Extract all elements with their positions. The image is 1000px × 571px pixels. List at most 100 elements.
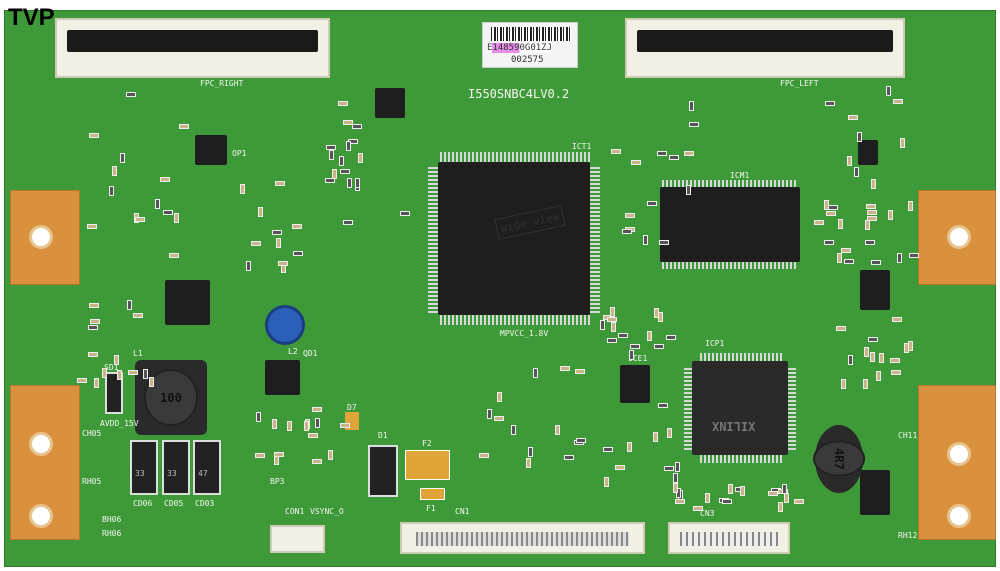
eeprom-chip: [620, 365, 650, 403]
smd-part: [841, 379, 847, 390]
smd-part: [673, 472, 678, 483]
transistor: [858, 140, 878, 165]
fpc-connector-left: [625, 18, 905, 78]
ic-pins: [700, 353, 782, 361]
rh12-label: RH12: [898, 531, 918, 540]
smd-part: [342, 219, 353, 225]
smd-part: [657, 150, 668, 156]
smd-part: [617, 333, 628, 339]
smd-part: [159, 177, 170, 183]
smd-part: [169, 252, 180, 258]
smd-part: [666, 427, 672, 438]
inductor-l1: 100: [135, 360, 207, 435]
smd-part: [271, 419, 277, 430]
sd1-label: SD1: [104, 363, 119, 372]
smd-part: [865, 220, 871, 231]
cd03-label: CD03: [195, 499, 215, 508]
smd-part: [275, 181, 286, 187]
smd-part: [240, 184, 246, 195]
smd-part: [663, 465, 674, 471]
smd-part: [879, 352, 885, 363]
smd-part: [841, 248, 852, 254]
smd-part: [886, 85, 892, 96]
smd-part: [865, 203, 876, 209]
smd-part: [813, 220, 824, 226]
smd-part: [245, 261, 251, 272]
smd-part: [117, 369, 123, 380]
smd-part: [338, 100, 349, 106]
ic-pins: [440, 315, 592, 325]
smd-part: [143, 369, 149, 380]
smd-part: [127, 369, 138, 375]
smd-part: [308, 432, 319, 438]
smd-part: [254, 452, 265, 458]
vsync-label: VSYNC_O: [310, 507, 344, 516]
ict1-label: ICT1: [572, 142, 592, 151]
smd-part: [93, 378, 99, 389]
cd06-label: CD06: [133, 499, 153, 508]
smd-part: [272, 230, 283, 236]
smd-part: [665, 335, 676, 341]
rh06-label: RH06: [102, 529, 122, 538]
capacitor-cd06: 33: [130, 440, 158, 495]
smd-part: [610, 322, 616, 333]
ch05-label: CH05: [82, 429, 102, 438]
smd-part: [843, 259, 854, 265]
smd-part: [87, 223, 98, 229]
smd-part: [276, 237, 282, 248]
cn3-label: CN3: [700, 509, 715, 518]
l2-label: L2: [288, 347, 298, 356]
smd-part: [870, 259, 881, 265]
smd-part: [864, 239, 875, 245]
f1-label: F1: [426, 504, 436, 513]
fpga-chip: XILINX: [692, 361, 788, 455]
cap-marking: 47: [198, 469, 208, 478]
smd-part: [354, 177, 360, 188]
power-ic: [165, 280, 210, 325]
smd-part: [533, 368, 539, 379]
cap-marking: 33: [135, 469, 145, 478]
smd-part: [339, 168, 350, 174]
smd-part: [257, 206, 263, 217]
smd-part: [675, 462, 681, 473]
regulator-chip: [860, 270, 890, 310]
smd-part: [312, 407, 323, 413]
smd-part: [607, 338, 618, 344]
smd-part: [602, 447, 613, 453]
smd-part: [692, 505, 703, 511]
smd-part: [609, 307, 615, 318]
smd-part: [251, 240, 262, 246]
ch11-label: CH11: [898, 431, 918, 440]
smd-part: [875, 370, 881, 381]
smd-part: [909, 253, 920, 259]
lvds-connector-cn1: [400, 522, 645, 554]
smd-part: [684, 151, 695, 157]
smd-part: [615, 465, 626, 471]
smd-part: [89, 319, 100, 325]
ic-pins: [590, 165, 600, 313]
mounting-pad-left-bottom: [10, 385, 80, 540]
diode-sd1: [105, 372, 123, 414]
fpc-right-label: FPC_RIGHT: [200, 79, 244, 88]
smd-part: [643, 234, 649, 245]
smd-part: [903, 342, 909, 353]
smd-part: [526, 458, 532, 469]
smd-part: [866, 215, 877, 221]
smd-part: [339, 156, 345, 167]
ic-pins: [700, 455, 782, 463]
smd-part: [286, 420, 292, 431]
ic-pins: [440, 152, 592, 162]
smd-part: [836, 253, 842, 264]
smd-part: [867, 210, 877, 216]
smd-part: [563, 454, 574, 460]
smd-part: [630, 344, 641, 350]
smd-part: [611, 149, 622, 155]
ic-pins: [684, 368, 692, 450]
smd-part: [88, 325, 99, 331]
d7-label: D7: [347, 403, 357, 412]
barcode-sticker: E148590G01ZJ 002575: [482, 22, 578, 68]
smd-part: [314, 418, 320, 429]
smd-part: [647, 201, 658, 207]
memory-chip: [660, 187, 800, 262]
smd-part: [112, 166, 118, 177]
